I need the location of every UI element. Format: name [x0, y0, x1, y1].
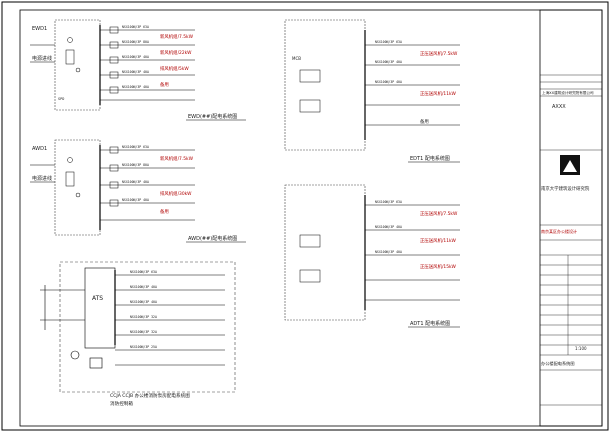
adt1-load-3: 正压送风机/15kW	[420, 263, 457, 270]
svg-text:NSX100N/3P 40A: NSX100N/3P 40A	[375, 250, 402, 254]
adt1-load-1: 正压送风机/7.5kW	[420, 210, 458, 217]
svg-text:NSX100N/3P 32A: NSX100N/3P 32A	[130, 315, 157, 319]
svg-text:NSX100N/3P 80A: NSX100N/3P 80A	[122, 163, 149, 167]
ewd-load-1: 新风机组/7.5kW	[160, 33, 194, 40]
edt1-load-2: 正压送风机/11kW	[420, 90, 457, 97]
svg-text:NSX100N/3P 40A: NSX100N/3P 40A	[375, 60, 402, 64]
svg-text:NSX100N/3P 80A: NSX100N/3P 80A	[122, 40, 149, 44]
svg-text:NSX100N/3P 40A: NSX100N/3P 40A	[375, 80, 402, 84]
inner-border	[19, 9, 603, 427]
svg-text:NSX100N/3P 63A: NSX100N/3P 63A	[375, 200, 402, 204]
svg-text:NSX100N/3P 40A: NSX100N/3P 40A	[122, 85, 149, 89]
svg-text:NSX100N/3P 32A: NSX100N/3P 32A	[130, 330, 157, 334]
svg-text:NSX100N/3P 40A: NSX100N/3P 40A	[122, 70, 149, 74]
title-block: AXXX 上海XX建筑设计研究院有限公司 南京大学建筑设计研究院 南京某区办公楼…	[539, 9, 603, 427]
svg-text:NSX100N/3P 63A: NSX100N/3P 63A	[122, 145, 149, 149]
awd-load-1: 新风机组/7.5kW	[160, 155, 194, 162]
firm-main: 南京大学建筑设计研究院	[541, 185, 590, 192]
drawing-title: 办公楼配电系统图	[541, 360, 575, 367]
awd-load-3: 备用	[160, 208, 169, 215]
awd-cable-in-label: 电源进线	[32, 175, 52, 182]
cc-title: CCJA CCJB 办公楼消防泵房配电系统图	[110, 392, 190, 399]
svg-text:NSX100N/3P 40A: NSX100N/3P 40A	[130, 300, 157, 304]
svg-text:NSX100N/3P 25A: NSX100N/3P 25A	[130, 345, 157, 349]
panel-cc: ATS NSX100N/3P 63A NSX100N/3P 40A NSX100…	[40, 261, 236, 407]
edt1-cable-label: MCB	[292, 56, 301, 61]
svg-text:SPD: SPD	[58, 97, 64, 101]
svg-text:EWD1: EWD1	[32, 26, 47, 32]
firm-logo	[560, 155, 580, 175]
svg-text:NSX100N/3P 63A: NSX100N/3P 63A	[375, 40, 402, 44]
ewd-cable-in-label: 电源进线	[32, 55, 52, 62]
edt1-load-1: 正压送风机/7.5kW	[420, 50, 458, 57]
edt1-spare: 备用	[420, 118, 429, 125]
edt1-title: EDT1 配电系统图	[410, 155, 450, 162]
adt1-title: ADT1 配电系统图	[410, 320, 450, 327]
cc-subtitle: 消防控制箱	[110, 400, 133, 407]
panel-ewd: EWD1 电源进线 SPD NSX100N/3P 63A NSX100N/3P …	[30, 19, 246, 121]
drawing-scale: 1:100	[575, 346, 587, 351]
svg-text:NSX100N/3P 63A: NSX100N/3P 63A	[122, 25, 149, 29]
awd-title: AWD(##)配电系统图	[188, 235, 237, 242]
panel-adt1: NSX100N/3P 63A NSX100N/3P 40A NSX100N/3P…	[284, 184, 460, 328]
svg-text:NSX100N/3P 40A: NSX100N/3P 40A	[122, 180, 149, 184]
svg-text:NSX100N/3P 40A: NSX100N/3P 40A	[122, 55, 149, 59]
company-cn: 上海XX建筑设计研究院有限公司	[542, 90, 594, 95]
svg-text:NSX100N/3P 40A: NSX100N/3P 40A	[130, 285, 157, 289]
adt1-load-2: 正压送风机/11kW	[420, 237, 457, 244]
ewd-load-4: 备用	[160, 81, 169, 88]
project-name: 南京某区办公楼设计	[541, 228, 577, 234]
svg-text:NSX100N/3P 63A: NSX100N/3P 63A	[130, 270, 157, 274]
cc-ats-label: ATS	[92, 295, 103, 302]
svg-text:NSX100N/3P 40A: NSX100N/3P 40A	[375, 225, 402, 229]
awd-load-2: 排风机组/30kW	[160, 190, 192, 197]
svg-text:NSX100N/3P 40A: NSX100N/3P 40A	[122, 198, 149, 202]
ewd-load-3: 排风机组/5kW	[160, 65, 189, 72]
company-short: AXXX	[552, 104, 566, 110]
ewd-load-2: 新风机组/22kW	[160, 49, 192, 56]
ewd-title: EWD(##)配电系统图	[188, 113, 237, 120]
svg-text:AWD1: AWD1	[32, 146, 47, 152]
panel-edt1: MCB NSX100N/3P 63A NSX100N/3P 40A NSX100…	[284, 19, 460, 163]
panel-awd: AWD1 电源进线 NSX100N/3P 63A NSX100N/3P 80A …	[30, 139, 246, 243]
